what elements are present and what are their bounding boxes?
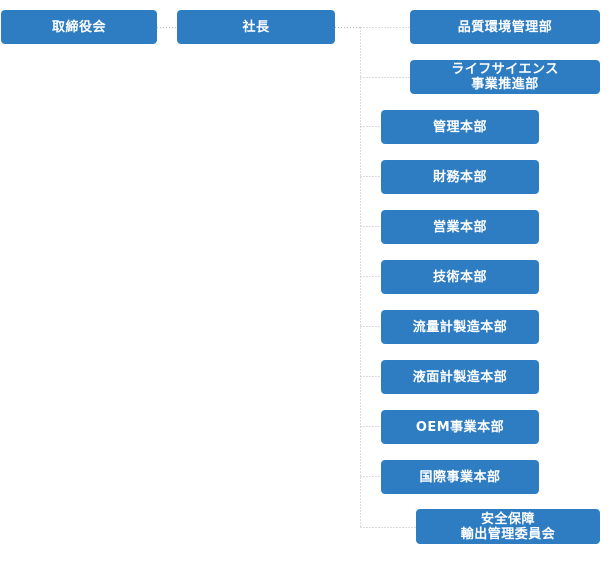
department-life-science: ライフサイエンス 事業推進部 [410, 60, 600, 94]
department-quality-environment: 品質環境管理部 [410, 10, 600, 44]
department-levelmeter-manufacturing: 液面計製造本部 [381, 360, 539, 394]
board-of-directors-box: 取締役会 [1, 10, 157, 44]
department-label: 技術本部 [432, 269, 487, 285]
department-oem: OEM事業本部 [381, 410, 539, 444]
department-label: 液面計製造本部 [412, 369, 508, 385]
department-security-export-control: 安全保障 輸出管理委員会 [416, 509, 600, 544]
department-label: 安全保障 輸出管理委員会 [460, 511, 556, 542]
department-label: 財務本部 [432, 169, 487, 185]
department-label: 流量計製造本部 [412, 319, 508, 335]
department-label: 国際事業本部 [419, 469, 501, 485]
department-label: ライフサイエンス 事業推進部 [451, 62, 559, 92]
department-label: 品質環境管理部 [457, 19, 553, 35]
board-of-directors-label: 取締役会 [51, 19, 106, 35]
department-flowmeter-manufacturing: 流量計製造本部 [381, 310, 539, 344]
department-international: 国際事業本部 [381, 460, 539, 494]
department-administration: 管理本部 [381, 110, 539, 144]
department-label: OEM事業本部 [415, 419, 505, 435]
department-technology: 技術本部 [381, 260, 539, 294]
president-box: 社長 [177, 10, 335, 44]
department-label: 管理本部 [432, 119, 487, 135]
department-finance: 財務本部 [381, 160, 539, 194]
department-sales: 営業本部 [381, 210, 539, 244]
president-label: 社長 [242, 19, 270, 35]
department-label: 営業本部 [432, 219, 487, 235]
